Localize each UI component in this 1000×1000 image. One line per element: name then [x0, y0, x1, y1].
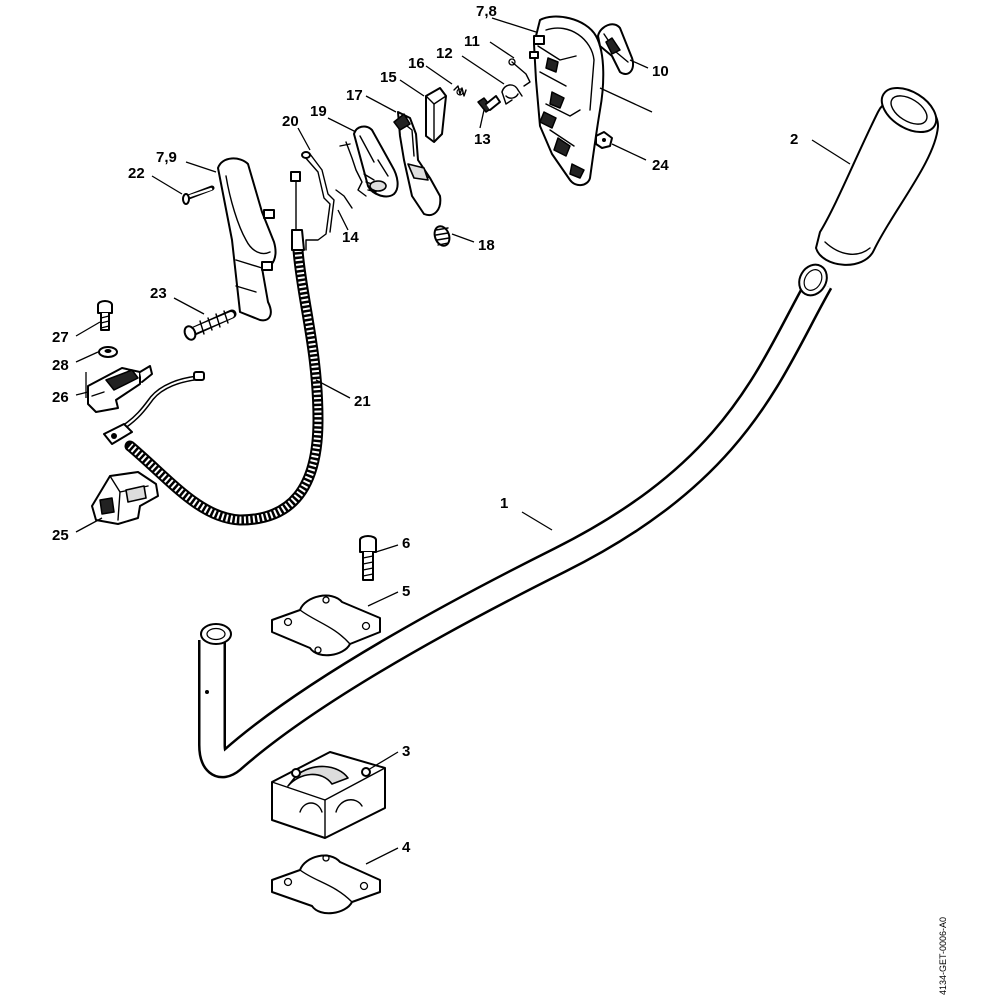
throttle-cable	[124, 171, 324, 526]
screw-6	[359, 535, 377, 581]
label-part-14: 14	[342, 229, 359, 246]
label-part-21: 21	[354, 393, 371, 410]
clamp-lower	[271, 751, 386, 839]
clamp-plate-bottom	[271, 854, 381, 915]
clip-12	[501, 84, 523, 105]
mounting-bracket-25	[91, 471, 159, 525]
label-part-11: 11	[464, 33, 480, 50]
screw-27	[97, 300, 113, 331]
switch-lever-17	[393, 111, 442, 216]
handlebar-tube	[198, 263, 833, 779]
spring-16	[453, 85, 467, 97]
leader-lines	[75, 17, 851, 865]
screw-22	[182, 185, 215, 205]
label-part-7-9: 7,9	[156, 149, 177, 166]
label-part-17: 17	[346, 87, 363, 104]
knob-10	[597, 23, 634, 76]
label-part-26: 26	[52, 389, 69, 406]
label-part-2: 2	[790, 131, 798, 148]
screw-23	[183, 309, 237, 341]
label-part-27: 27	[52, 329, 69, 346]
spring-18	[433, 225, 451, 247]
pin-11	[508, 58, 531, 87]
label-part-4: 4	[402, 839, 411, 856]
label-part-24: 24	[652, 157, 669, 174]
label-part-1: 1	[500, 495, 508, 512]
label-part-13: 13	[474, 131, 491, 148]
washer-28	[98, 346, 118, 358]
handle-grip	[815, 86, 939, 266]
slider-15	[425, 87, 447, 143]
spring-14	[335, 141, 367, 209]
label-part-23: 23	[150, 285, 167, 302]
drawing-reference: 4134-GET-0006-A0	[938, 917, 948, 995]
handle-housing-left	[217, 157, 277, 322]
clamp-plate-top	[271, 594, 381, 657]
label-part-20: 20	[282, 113, 299, 130]
throttle-rod-20	[301, 151, 335, 251]
ground-wire	[103, 371, 205, 445]
switch-bracket-26	[87, 365, 153, 413]
handle-housing-right	[529, 15, 605, 186]
label-part-28: 28	[52, 357, 69, 374]
label-part-16: 16	[408, 55, 425, 72]
label-part-3: 3	[402, 743, 410, 760]
throttle-trigger-19	[353, 125, 399, 198]
label-part-12: 12	[436, 45, 453, 62]
label-part-10: 10	[652, 63, 669, 80]
label-part-22: 22	[128, 165, 145, 182]
label-part-6: 6	[402, 535, 410, 552]
label-part-15: 15	[380, 69, 397, 86]
label-part-25: 25	[52, 527, 69, 544]
label-part-7-8: 7,8	[476, 3, 497, 20]
label-part-5: 5	[402, 583, 410, 600]
screw-13	[477, 95, 501, 113]
label-part-18: 18	[478, 237, 495, 254]
label-part-19: 19	[310, 103, 327, 120]
part-labels: 1 2 3 4 5 6 7,8 7,9 10 11 12 13 14 15 16…	[52, 3, 798, 856]
nut-24	[595, 131, 613, 149]
